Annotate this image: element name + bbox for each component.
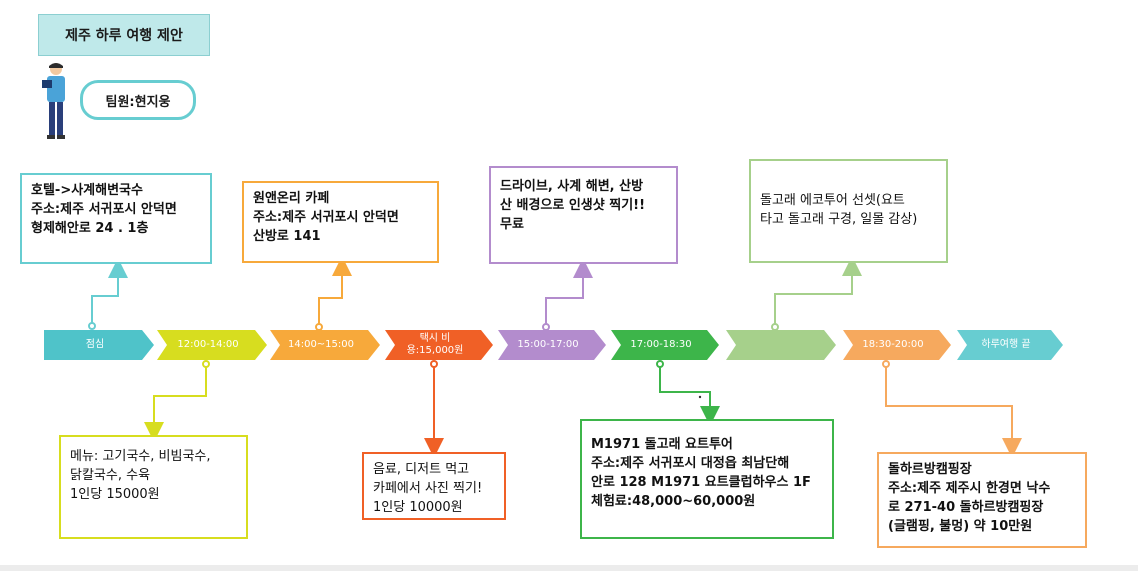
timeline-step-12-14: 12:00-14:00 bbox=[157, 330, 267, 360]
timeline-step-taxi: 택시 비 용:15,000원 bbox=[385, 330, 493, 360]
card-cafe: 원앤온리 카페 주소:제주 서귀포시 안덕면 산방로 141 bbox=[242, 181, 439, 263]
timeline-step-17-1830: 17:00-18:30 bbox=[611, 330, 719, 360]
timeline-step-sunset bbox=[726, 330, 836, 360]
timeline-label: 18:30-20:00 bbox=[862, 339, 924, 350]
card-camping: 돌하르방캠핑장 주소:제주 제주시 한경면 낙수 로 271-40 돌하르방캠핑… bbox=[877, 452, 1087, 548]
card-lunch-address: 호텔->사계해변국수 주소:제주 서귀포시 안덕면 형제해안로 24 . 1층 bbox=[20, 173, 212, 264]
timeline-step-15-17: 15:00-17:00 bbox=[498, 330, 606, 360]
timeline-step-lunch: 점심 bbox=[44, 330, 154, 360]
timeline-label: 14:00~15:00 bbox=[287, 339, 354, 350]
team-member-label: 팀원:현지웅 bbox=[80, 80, 196, 120]
timeline-label: 택시 비 용:15,000원 bbox=[406, 333, 464, 356]
card-drive: 드라이브, 사계 해변, 산방 산 배경으로 인생샷 찍기!! 무료 bbox=[489, 166, 678, 264]
card-dessert: 음료, 디저트 먹고 카페에서 사진 찍기! 1인당 10000원 bbox=[362, 452, 506, 520]
timeline-label: 17:00-18:30 bbox=[630, 339, 692, 350]
card-yacht-tour: M1971 돌고래 요트투어 주소:제주 서귀포시 대정읍 최남단해 안로 12… bbox=[580, 419, 834, 539]
page-title: 제주 하루 여행 제안 bbox=[38, 14, 210, 56]
person-icon bbox=[42, 63, 65, 139]
timeline-label: 15:00-17:00 bbox=[517, 339, 579, 350]
timeline-label: 12:00-14:00 bbox=[177, 339, 239, 350]
bottom-scroll-bar bbox=[0, 565, 1138, 571]
timeline-label: 점심 bbox=[85, 339, 105, 350]
timeline-label: 하루여행 끝 bbox=[981, 339, 1031, 350]
card-menu: 메뉴: 고기국수, 비빔국수, 닭칼국수, 수육 1인당 15000원 bbox=[59, 435, 248, 539]
card-sunset-tour: 돌고래 에코투어 선셋(요트 타고 돌고래 구경, 일몰 감상) bbox=[749, 159, 948, 263]
timeline-step-1830-20: 18:30-20:00 bbox=[843, 330, 951, 360]
timeline-step-14-15: 14:00~15:00 bbox=[270, 330, 380, 360]
timeline-step-end: 하루여행 끝 bbox=[957, 330, 1063, 360]
